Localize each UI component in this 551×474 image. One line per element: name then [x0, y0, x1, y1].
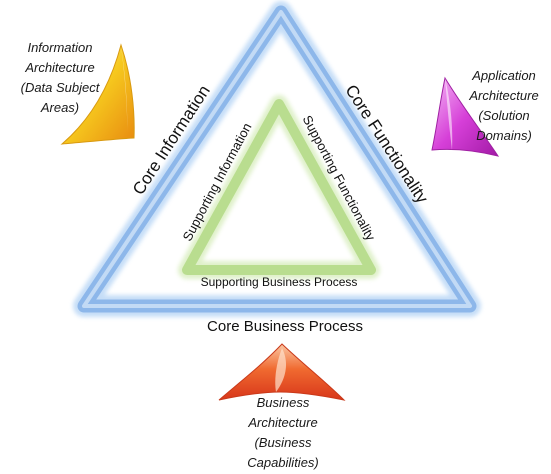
business-note-line-2: Architecture — [248, 415, 318, 430]
information-note-line-1: Information — [27, 40, 93, 55]
application-note-line-3: (Solution — [478, 108, 530, 123]
magenta-sail-icon — [431, 76, 500, 157]
business-note-line-4: Capabilities) — [247, 455, 319, 470]
yellow-sail-icon — [60, 43, 135, 145]
business-note-line-1: Business — [256, 395, 310, 410]
supporting-business-process-label: Supporting Business Process — [201, 275, 358, 289]
orange-sail-icon — [218, 343, 346, 401]
information-note-line-4: Areas) — [40, 100, 80, 115]
core-business-process-label: Core Business Process — [207, 318, 363, 335]
core-triangle — [73, 1, 481, 317]
supporting-triangle-outline — [182, 99, 376, 275]
application-note-line-1: Application — [472, 68, 536, 83]
application-note-line-2: Architecture — [469, 88, 539, 103]
information-note-line-3: (Data Subject — [20, 80, 100, 95]
application-architecture-note: Application Architecture (Solution Domai… — [458, 66, 550, 146]
supporting-triangle — [178, 95, 380, 279]
business-note-line-3: (Business — [254, 435, 312, 450]
information-architecture-note: Information Architecture (Data Subject A… — [14, 38, 106, 118]
application-note-line-4: Domains) — [476, 128, 532, 143]
information-note-line-2: Architecture — [25, 60, 95, 75]
business-architecture-note: Business Architecture (Business Capabili… — [237, 393, 329, 473]
